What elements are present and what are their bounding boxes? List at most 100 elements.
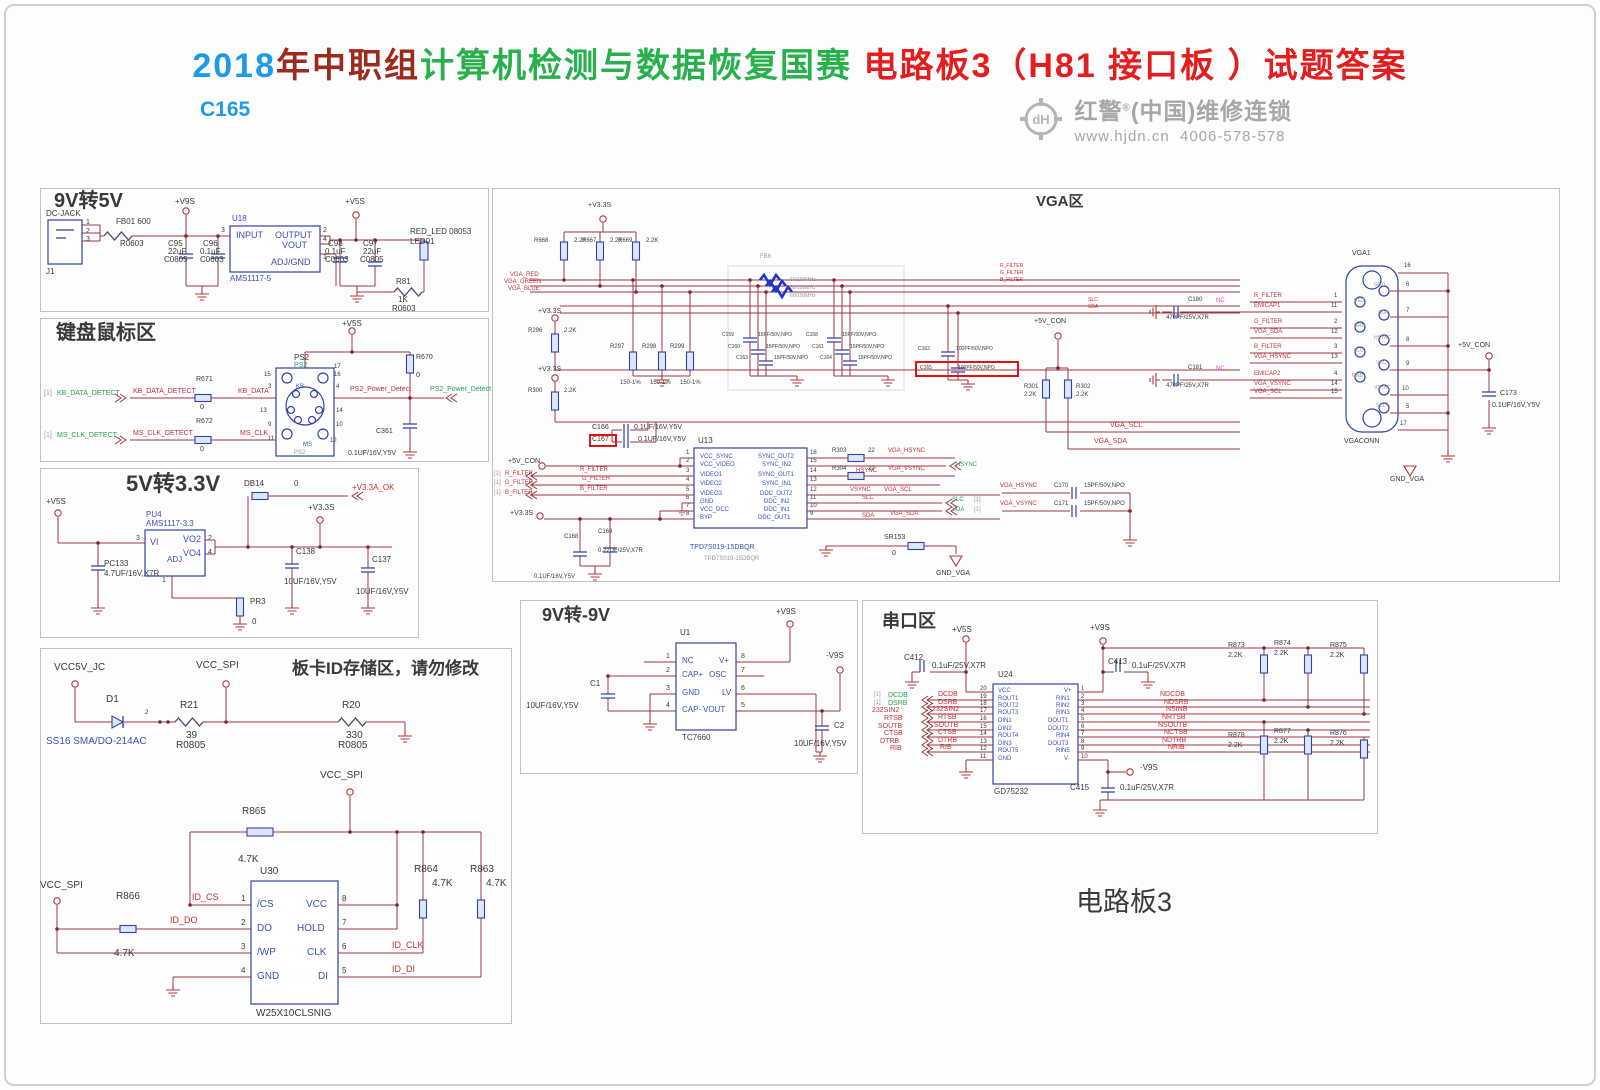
sec-vga-label: VGA_SCL <box>1110 422 1143 429</box>
sec-serial-label: R878 <box>1228 732 1245 739</box>
sec-vga-label: SLC <box>862 495 874 501</box>
sec-vga-label: C181 <box>1188 365 1203 371</box>
sec-vga-label: C168 <box>564 534 579 540</box>
sec-keyboard-mouse-label: KB_DATA_DETECT <box>133 388 196 395</box>
sec-vga-label: R296 <box>528 328 543 334</box>
sec-board-id-label: 4.7K <box>486 878 507 889</box>
sec-vga-label: R_FILTER <box>1000 263 1024 269</box>
sec-vga-label: C159 <box>722 332 734 338</box>
sec-vga-label: 17 <box>1400 421 1407 427</box>
sec-serial-label: C413 <box>1108 657 1128 666</box>
sec-serial-label: 4 <box>1081 708 1085 714</box>
sec-vga-label: 15PF/50V,NPO <box>842 332 877 338</box>
sec-5v-to-3v3-label: AMS1117-3.3 <box>146 519 194 528</box>
sec-vga-label: C180 <box>1188 297 1203 303</box>
logo-reg: ® <box>1122 102 1131 114</box>
sec-vga-label: R668 <box>534 238 549 244</box>
sec-serial-label: DSRB <box>888 700 908 707</box>
sec-board-id-box <box>40 648 512 1024</box>
sec-vga-label: C161 <box>812 344 824 350</box>
sec-vga-label: SDA <box>862 513 875 519</box>
sec-serial-label: V- <box>1064 756 1070 762</box>
sec-vga-label: 2.2K <box>1024 392 1037 398</box>
sec-vga-label: R_FILTER <box>580 467 608 473</box>
sec-9v-to-neg9v-label: U1 <box>680 628 691 637</box>
sec-vga-label: B_FILTER <box>505 490 533 496</box>
sec-vga-label: DDC_IN1 <box>764 507 790 513</box>
section-title: 9V转-9V <box>542 605 611 625</box>
sec-vga-label: 16 <box>1404 263 1411 269</box>
sec-9v-to-5v-label: 22uF <box>168 247 187 256</box>
sec-vga-label: 15PF/50V,NPO <box>850 344 885 350</box>
sec-vga-label: VGA_SDA <box>890 511 919 517</box>
sec-serial-label: 2.2K <box>1330 740 1345 747</box>
sec-vga-label: 10 <box>1402 386 1409 392</box>
sec-board-id-label: VCC5V_JC <box>54 662 106 673</box>
sec-vga-label: VGA_SCL <box>884 487 912 493</box>
sec-9v-to-neg9v-box <box>520 600 858 774</box>
sec-5v-to-3v3-label: DB14 <box>244 479 265 488</box>
sec-vga-label: +5V_CON <box>1458 342 1491 349</box>
sec-serial-label: ROUT4 <box>998 733 1019 739</box>
sec-serial-label: RIN5 <box>1056 748 1070 754</box>
sec-9v-to-neg9v-label: C2 <box>834 721 845 730</box>
sec-serial-label: C415 <box>1070 783 1090 792</box>
sec-board-id-label: DO <box>257 923 272 934</box>
sec-vga-label: 15PF/50V,NPO <box>858 355 893 361</box>
sec-vga-label: +V3.3S <box>538 366 562 373</box>
sec-keyboard-mouse-label: KB <box>296 384 305 390</box>
sec-vga-label: BLU <box>1354 348 1364 354</box>
sec-vga-label: C160 <box>728 344 740 350</box>
sec-serial-label: 12 <box>980 746 987 752</box>
sec-serial-label: -V9S <box>1140 763 1158 772</box>
sec-board-id-label: 2 <box>145 710 149 716</box>
sec-vga-label: VGA_SDA <box>1254 329 1283 335</box>
sec-serial-label: 19 <box>980 694 987 700</box>
sec-keyboard-mouse-label: 12 <box>330 438 337 444</box>
sec-9v-to-neg9v-label: CAP- <box>682 705 702 714</box>
sec-serial-label: 9 <box>1081 746 1085 752</box>
sec-keyboard-mouse-label: C361 <box>376 428 393 435</box>
sec-9v-to-neg9v-label: 10UF/16V,Y5V <box>794 739 847 748</box>
sec-serial-label: +V5S <box>952 625 972 634</box>
sec-vga-label: EMICAP2 <box>1254 371 1281 377</box>
sec-vga-label: [1] <box>494 471 501 477</box>
sec-keyboard-mouse-label: PS2 <box>294 362 308 369</box>
sec-9v-to-neg9v-label: OSC <box>709 670 727 679</box>
sec-9v-to-5v-label: J1 <box>46 267 55 276</box>
sec-5v-to-3v3-label: 1 <box>162 577 166 584</box>
sec-9v-to-5v-label: ADJ/GND <box>271 257 311 267</box>
sec-serial-label: R874 <box>1274 640 1291 647</box>
sec-vga-label: SYNC_IN1 <box>762 481 792 487</box>
sec-5v-to-3v3-label: 10UF/16V,Y5V <box>284 577 337 586</box>
sec-5v-to-3v3-label: 4 <box>208 549 212 556</box>
sec-keyboard-mouse-label: MS <box>303 442 312 448</box>
sec-keyboard-mouse-label: 17 <box>334 364 341 370</box>
sec-serial-label: NDSRB <box>1164 699 1189 706</box>
sec-board-id-label: ID_CS <box>192 892 219 902</box>
sec-9v-to-5v-label: INPUT <box>236 230 263 240</box>
title-year: 2018 <box>192 47 276 85</box>
sec-vga-label: 8 <box>686 511 690 517</box>
sec-vga-label: GRN <box>1354 323 1366 329</box>
sec-5v-to-3v3-label: VO4 <box>183 548 202 558</box>
sec-keyboard-mouse-label: 10 <box>336 422 343 428</box>
title-group: 年中职组 <box>276 47 420 85</box>
sec-serial-label: DOUT3 <box>1048 741 1069 747</box>
sec-serial-label: +V9S <box>1090 623 1110 632</box>
sec-9v-to-5v-label: 3 <box>86 236 90 243</box>
sec-vga-label: R_FILTER <box>505 471 533 477</box>
sec-vga-label: C173 <box>1500 390 1517 397</box>
sec-vga-label: G_FILTER <box>582 476 611 482</box>
sec-keyboard-mouse-label: PS2 <box>294 353 310 362</box>
sec-vga-label: 15PF/50V,NPO <box>766 344 801 350</box>
sec-board-id-label: ID_DI <box>392 964 416 974</box>
sec-vga-label: C165 <box>920 365 932 371</box>
sec-board-id-label: VCC <box>306 899 328 910</box>
sec-vga-label: C162 <box>918 346 930 352</box>
sec-9v-to-neg9v-label: 10UF/16V,Y5V <box>526 701 579 710</box>
sec-9v-to-5v-label: C95 <box>168 239 183 248</box>
sec-vga-label: SR153 <box>884 534 906 541</box>
sec-serial-label: 2.2K <box>1228 652 1243 659</box>
